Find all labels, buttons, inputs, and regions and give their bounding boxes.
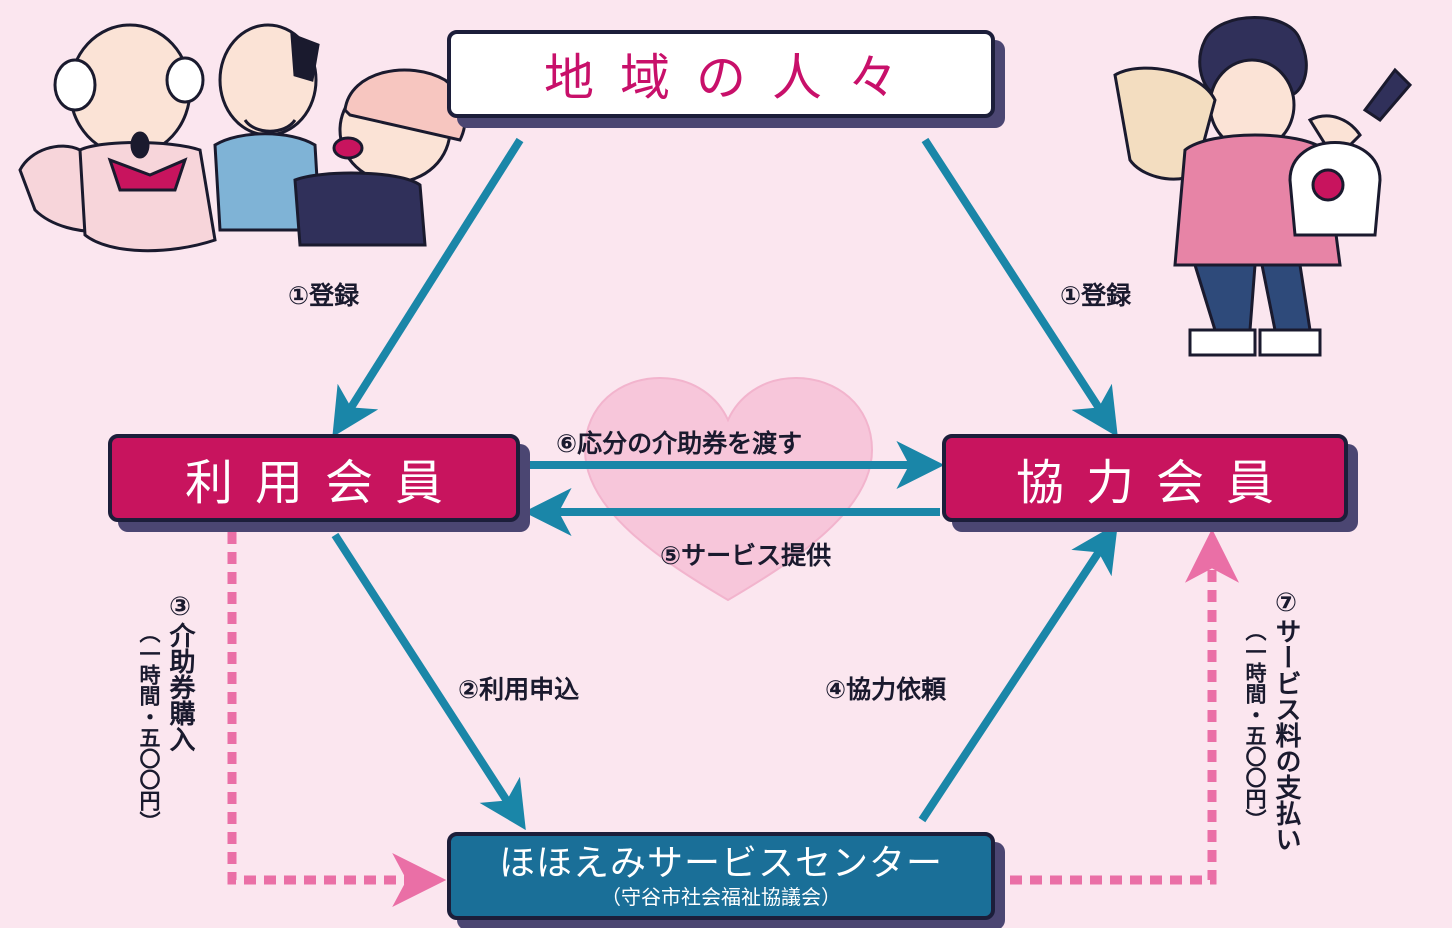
node-helper-member-label: 協力会員 xyxy=(1015,455,1296,511)
label-apply: ②利用申込 xyxy=(458,675,580,704)
node-community: 地域の人々 xyxy=(447,30,995,118)
label-service: ⑤サービス提供 xyxy=(660,541,832,570)
label-ticket-note: （一時間・五〇〇円） xyxy=(137,622,161,832)
arrow-community-to-user xyxy=(332,137,524,438)
elderly-group-illustration xyxy=(18,23,467,253)
heart-icon xyxy=(583,376,874,602)
arrow-center-to-helper xyxy=(918,522,1118,823)
service-center-subtitle: （守谷市社会福祉協議会） xyxy=(601,885,841,909)
label-fee-main: ⑦サービス料の支払い xyxy=(1271,588,1301,852)
service-center-name: ほほえみサービスセンター xyxy=(498,843,943,884)
node-helper-member: 協力会員 xyxy=(942,434,1348,522)
node-service-center: ほほえみサービスセンター （守谷市社会福祉協議会） xyxy=(447,832,995,920)
arrow-user-to-center-dashed xyxy=(227,532,447,907)
label-register-right: ①登録 xyxy=(1060,281,1132,310)
node-user-member: 利用会員 xyxy=(108,434,520,522)
label-hand-ticket: ⑥応分の介助券を渡す xyxy=(556,429,803,458)
label-ticket-main: ③介助券購入 xyxy=(165,592,195,752)
label-register-left: ①登録 xyxy=(288,281,360,310)
shopping-woman-illustration xyxy=(1113,16,1413,357)
arrow-center-to-helper-dashed xyxy=(1010,528,1239,885)
node-user-member-label: 利用会員 xyxy=(184,455,465,511)
label-request: ④協力依頼 xyxy=(825,675,947,704)
label-fee-note: （一時間・五〇〇円） xyxy=(1243,620,1267,830)
arrow-community-to-helper xyxy=(921,137,1118,438)
node-community-label: 地域の人々 xyxy=(544,49,924,107)
arrow-user-to-center xyxy=(331,532,526,831)
